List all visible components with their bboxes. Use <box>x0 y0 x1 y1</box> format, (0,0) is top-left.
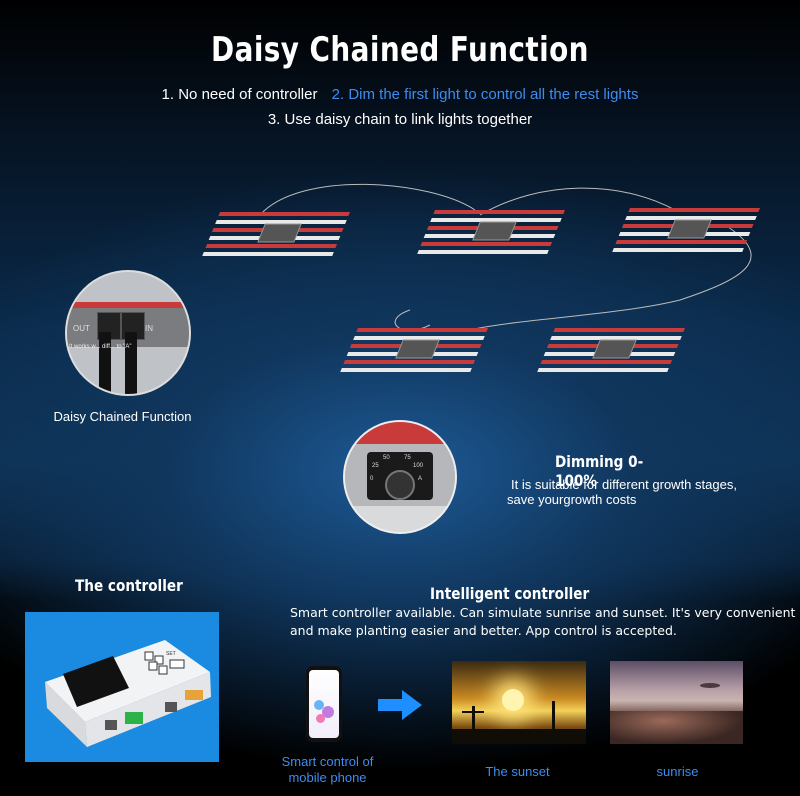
controller-set-button: SET <box>166 651 176 657</box>
connector-out-label: OUT <box>73 324 90 333</box>
phone-image <box>306 666 342 742</box>
dimmer-tick-25: 25 <box>372 463 379 469</box>
sunset-photo <box>452 661 586 744</box>
dimming-desc-line-1: It is suitable for different growth stag… <box>511 477 737 492</box>
dimmer-unit: A <box>418 476 423 482</box>
connector-in-label: IN <box>145 324 153 333</box>
controller-title: The controller <box>75 576 183 595</box>
connector-note: It works w... diff... to "A" <box>69 344 132 350</box>
light-fixture-3 <box>611 207 761 253</box>
controller-image: SET <box>25 612 219 762</box>
dimming-desc-line-2: save yourgrowth costs <box>507 492 637 507</box>
light-fixture-5 <box>536 327 686 373</box>
dimmer-knob <box>385 470 415 500</box>
phone-caption-line-1: Smart control of <box>281 754 374 769</box>
light-fixture-1 <box>201 211 351 257</box>
sunrise-caption: sunrise <box>656 764 699 779</box>
dimming-title: Dimming 0-100% <box>555 452 644 490</box>
dimmer-tick-0: 0 <box>370 476 374 482</box>
dimmer-tick-50: 50 <box>383 455 390 461</box>
controller-screen <box>63 656 129 707</box>
feature-item-1: 1. No need of controller <box>161 86 318 103</box>
sun-icon <box>502 689 524 711</box>
connector-caption: Daisy Chained Function <box>53 409 192 424</box>
light-fixture-4 <box>339 327 489 373</box>
page-title: Daisy Chained Function <box>211 30 589 70</box>
feature-item-3: 3. Use daisy chain to link lights togeth… <box>267 111 533 128</box>
sunrise-photo <box>610 661 743 744</box>
feature-item-2: 2. Dim the first light to control all th… <box>331 86 639 103</box>
dimmer-closeup: 0 25 50 75 100 A <box>343 420 457 534</box>
dimmer-tick-100: 100 <box>413 463 424 469</box>
intelligent-desc-line-2: and make planting easier and better. App… <box>290 623 677 638</box>
intelligent-desc-line-1: Smart controller available. Can simulate… <box>290 605 796 620</box>
controller-device <box>45 640 211 747</box>
light-fixtures-illustration <box>201 183 761 373</box>
dimmer-tick-75: 75 <box>404 455 411 461</box>
phone-caption-line-2: mobile phone <box>288 770 367 785</box>
connector-closeup: OUT IN It works w... diff... to "A" <box>65 270 191 396</box>
sunset-caption: The sunset <box>485 764 550 779</box>
arrow-right-icon <box>378 690 422 720</box>
light-fixture-2 <box>416 209 566 255</box>
phone-caption: Smart control of mobile phone <box>270 754 385 786</box>
intelligent-title: Intelligent controller <box>430 584 590 603</box>
dimming-description: It is suitable for different growth stag… <box>507 477 787 507</box>
feature-line-1: 1. No need of controller 2. Dim the firs… <box>0 86 800 103</box>
intelligent-description: Smart controller available. Can simulate… <box>290 604 800 640</box>
